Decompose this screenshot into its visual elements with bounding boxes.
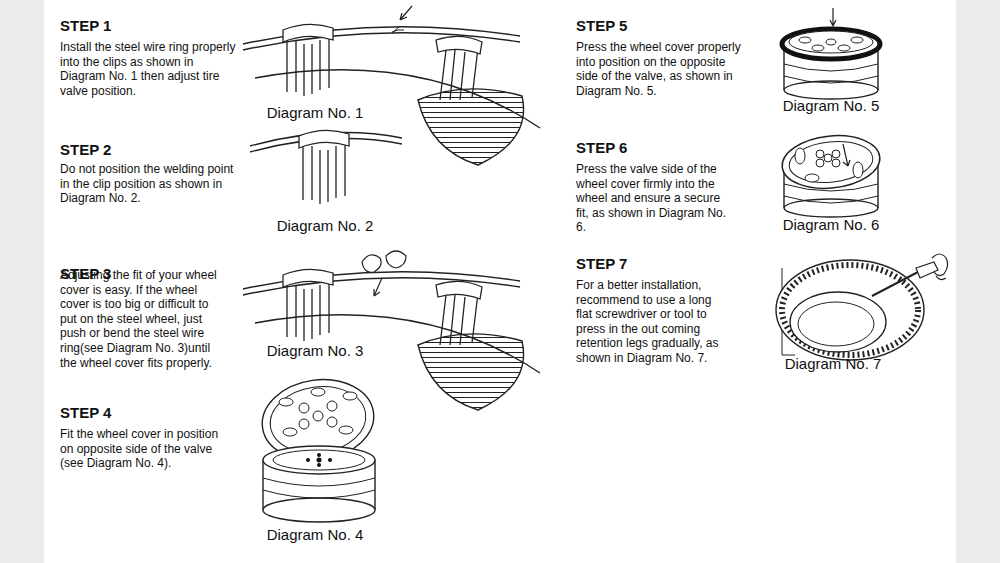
wheel-cover-fit-diagram-part	[299, 403, 309, 413]
step-heading: STEP 5	[576, 17, 746, 35]
screwdriver-diagram-part	[798, 302, 874, 346]
wheel-cover-fit-diagram-part	[306, 458, 310, 462]
screwdriver-diagram-part	[932, 254, 948, 280]
press-valve-diagram-part	[787, 138, 875, 187]
press-valve-diagram-part	[832, 150, 840, 158]
step-text: Press the valve side of the wheel cover …	[576, 162, 736, 235]
press-valve-diagram-part	[795, 148, 805, 164]
step-heading: STEP 7	[576, 255, 746, 273]
bend-wire-diagram	[243, 251, 540, 410]
wheel-cover-fit-diagram-part	[273, 450, 365, 470]
step-text: Install the steel wire ring properly int…	[60, 40, 238, 98]
wheel-cover-fit-diagram-part	[328, 458, 332, 462]
wheel-cover-fit-diagram-part	[313, 411, 323, 421]
press-valve-diagram-part	[843, 144, 850, 166]
step-text: Press the wheel cover properly into posi…	[576, 40, 748, 98]
wheel-cover-fit-diagram-part	[263, 498, 375, 522]
wheel-cover-fit-diagram-part	[327, 417, 337, 427]
press-valve-diagram-part	[780, 131, 883, 193]
diagram-caption: Diagram No. 5	[766, 97, 896, 115]
bend-wire-diagram-part	[362, 251, 406, 272]
step-heading: STEP 6	[576, 139, 746, 157]
press-opposite-diagram-part	[838, 45, 850, 51]
wheel-cover-fit-diagram-part	[279, 398, 293, 406]
wheel-cover-fit-diagram-part	[283, 428, 297, 436]
diagram-caption: Diagram No. 2	[260, 217, 390, 235]
press-opposite-diagram-part	[812, 45, 824, 51]
welding-point-diagram	[250, 130, 402, 204]
screwdriver-diagram-part	[790, 292, 886, 352]
diagram-caption: Diagram No. 1	[250, 104, 380, 122]
step-heading: STEP 4	[60, 404, 230, 422]
press-opposite-diagram-part	[789, 31, 873, 53]
screwdriver-diagram-part	[916, 262, 938, 278]
wheel-cover-fit-diagram	[257, 373, 379, 522]
diagram-caption: Diagram No. 3	[250, 342, 380, 360]
screwdriver-diagram-part	[776, 260, 924, 360]
press-valve-diagram-part	[805, 174, 819, 182]
wheel-cover-fit-diagram-part	[317, 458, 322, 463]
welding-point-diagram-part	[299, 130, 349, 148]
press-opposite-diagram-part	[799, 37, 811, 43]
screwdriver-diagram	[776, 254, 948, 360]
clip-wire-diagram	[243, 6, 540, 165]
step-text: Do not position the welding point in the…	[60, 162, 238, 206]
press-opposite-diagram-part	[851, 37, 863, 43]
press-valve-diagram-part	[824, 154, 832, 162]
press-valve-diagram-part	[816, 150, 824, 158]
clip-wire-diagram-part	[392, 26, 404, 33]
press-valve-diagram-part	[853, 162, 863, 178]
step-text: For a better installation, recommend to …	[576, 278, 728, 366]
step-heading: STEP 2	[60, 141, 230, 159]
press-valve-diagram-part	[832, 159, 840, 167]
press-valve-diagram-part	[816, 159, 824, 167]
wheel-cover-fit-diagram-part	[263, 446, 375, 474]
press-opposite-diagram-part	[784, 64, 878, 83]
diagram-caption: Diagram No. 7	[768, 355, 898, 373]
screwdriver-diagram-part	[872, 272, 918, 296]
wheel-cover-fit-diagram-part	[311, 388, 325, 396]
wheel-cover-fit-diagram-part	[327, 401, 337, 411]
press-valve-diagram-part	[784, 199, 878, 217]
press-valve-diagram	[780, 131, 883, 217]
press-opposite-diagram-part	[830, 8, 836, 26]
bend-wire-diagram-part	[374, 278, 382, 296]
step-text: Fit the wheel cover in position on oppos…	[60, 427, 225, 471]
wheel-cover-fit-diagram-part	[317, 453, 321, 457]
step-text: Adjusting the fit of your wheel cover is…	[60, 268, 222, 370]
clip-wire-diagram-part	[400, 6, 412, 20]
step-heading: STEP 1	[60, 17, 230, 35]
wheel-cover-fit-diagram-part	[339, 426, 353, 434]
wheel-cover-fit-diagram-part	[317, 463, 321, 467]
wheel-cover-fit-diagram-part	[299, 419, 309, 429]
wheel-cover-fit-diagram-part	[263, 478, 375, 498]
diagram-caption: Diagram No. 6	[766, 216, 896, 234]
clip-wire-diagram-part	[243, 24, 540, 165]
wheel-cover-fit-diagram-part	[343, 392, 357, 400]
press-opposite-diagram-part	[784, 81, 878, 99]
screwdriver-diagram-part	[782, 265, 918, 355]
diagram-caption: Diagram No. 4	[250, 526, 380, 544]
press-opposite-diagram	[782, 8, 880, 99]
press-opposite-diagram-part	[826, 39, 836, 45]
press-opposite-diagram-part	[782, 29, 880, 59]
